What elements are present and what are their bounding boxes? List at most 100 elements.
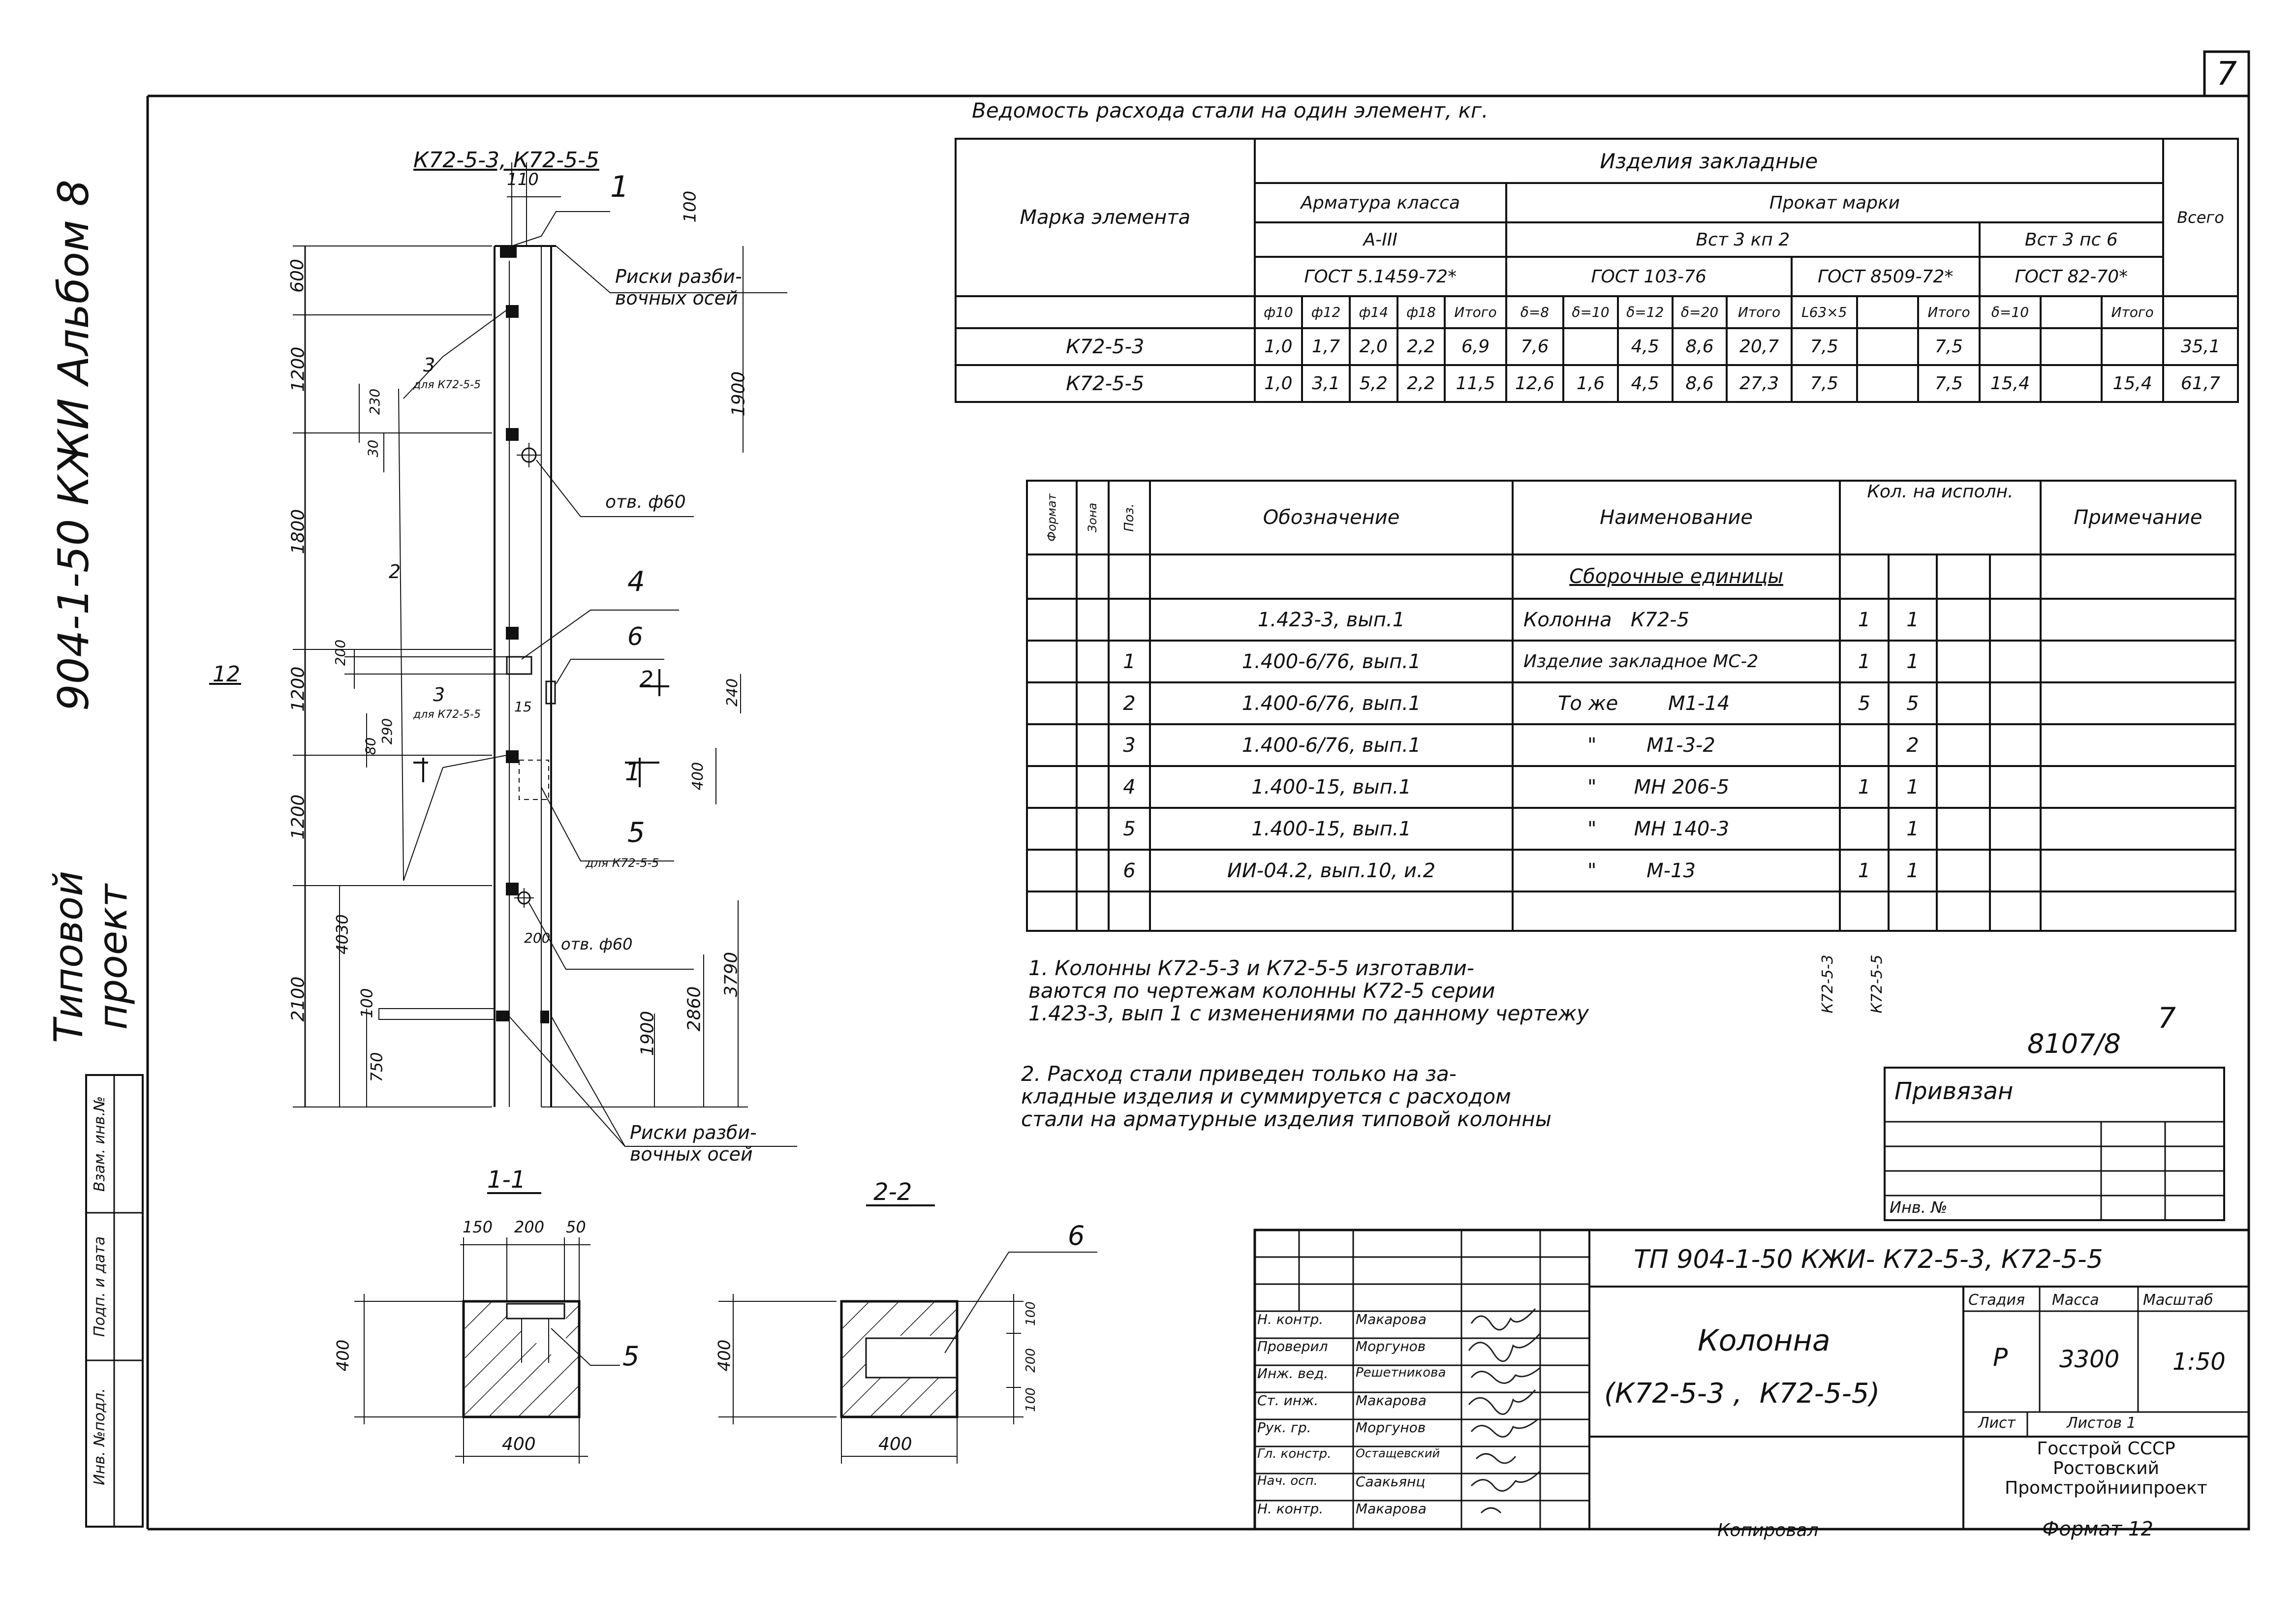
group-rebar: Арматура класса bbox=[1253, 182, 1507, 223]
pos-6-label: 6 bbox=[627, 622, 643, 651]
h-mass: Масса bbox=[2052, 1291, 2099, 1309]
spec-designation: 1.400-6/76, вып.1 bbox=[1149, 640, 1514, 683]
dim-inner-80: 80 bbox=[362, 737, 379, 755]
cell: 1,0 bbox=[1253, 327, 1303, 366]
s11-dim-50: 50 bbox=[566, 1218, 586, 1236]
hole-60b-label: отв. ф60 bbox=[561, 935, 633, 953]
section-2-mark: 2 bbox=[640, 667, 653, 692]
spec-name: Изделие закладное МС-2 bbox=[1511, 640, 1841, 683]
cell bbox=[2040, 364, 2103, 403]
variant-label-1: К72-5-3 bbox=[1819, 954, 1836, 1014]
row-mark: К72-5-3 bbox=[955, 327, 1256, 366]
sheet-label: Лист bbox=[1978, 1414, 2016, 1432]
dim-left-1200c: 1200 bbox=[288, 794, 309, 840]
role-row: Гл. констр. bbox=[1257, 1446, 1332, 1461]
cell: 8,6 bbox=[1671, 327, 1728, 366]
project-title: Типовой проект bbox=[46, 870, 136, 1044]
role-name: Моргунов bbox=[1356, 1419, 1426, 1436]
spec-pos: 4 bbox=[1107, 765, 1151, 809]
spec-q1: 1 bbox=[1839, 640, 1890, 683]
rebar-gost: ГОСТ 5.1459-72* bbox=[1253, 256, 1507, 297]
cell: 2,0 bbox=[1348, 327, 1398, 366]
spec-q1: 5 bbox=[1839, 681, 1890, 725]
spec-q2: 1 bbox=[1887, 598, 1938, 642]
hole-60-label: отв. ф60 bbox=[605, 492, 686, 512]
org-name: Госстрой СССР Ростовский Промстройниипро… bbox=[2005, 1439, 2207, 1498]
row-total: 35,1 bbox=[2162, 327, 2239, 366]
sheet-number: 7 bbox=[2216, 55, 2237, 92]
pos-3a-label: 3 bbox=[423, 354, 435, 376]
row-total: 61,7 bbox=[2162, 364, 2239, 403]
subcol: δ=10 bbox=[1978, 295, 2042, 329]
spec-name: " М1-3-2 bbox=[1511, 723, 1841, 767]
cell: 8,6 bbox=[1671, 364, 1728, 403]
cell bbox=[2101, 327, 2164, 366]
h-name: Наименование bbox=[1511, 480, 1841, 555]
spec-designation: ИИ-04.2, вып.10, и.2 bbox=[1149, 849, 1514, 892]
col-mark-header: Марка элемента bbox=[955, 138, 1256, 297]
steel-b: Вст 3 пс 6 bbox=[1978, 221, 2164, 258]
role-name: Макарова bbox=[1356, 1311, 1427, 1327]
subcol: δ=12 bbox=[1616, 295, 1674, 329]
table-row: К72-5-3 1,0 1,7 2,0 2,2 6,9 7,6 4,5 8,6 … bbox=[955, 327, 2239, 366]
dim-inner-290: 290 bbox=[379, 718, 396, 745]
section-1-1-title: 1-1 bbox=[487, 1166, 526, 1194]
sheets-label: Листов 1 bbox=[2067, 1414, 2136, 1432]
cell bbox=[1562, 327, 1619, 366]
spec-q1: 1 bbox=[1839, 598, 1890, 642]
table-row: 5 1.400-15, вып.1 " МН 140-3 1 bbox=[1025, 807, 2237, 851]
privyazan-label: Привязан bbox=[1894, 1077, 2014, 1105]
subcol-blank bbox=[955, 295, 1256, 329]
table-row: 1.423-3, вып.1 Колонна К72-5 1 1 bbox=[1025, 598, 2237, 642]
spec-q2: 1 bbox=[1887, 640, 1938, 683]
cell: 7,5 bbox=[1917, 364, 1981, 403]
spec-name: " М-13 bbox=[1511, 849, 1841, 892]
pos-3b-label: 3 bbox=[433, 684, 445, 706]
spec-q2: 2 bbox=[1887, 723, 1938, 767]
cell: 27,3 bbox=[1726, 364, 1793, 403]
s22-dim-100a: 100 bbox=[1023, 1301, 1038, 1326]
gost-c: ГОСТ 82-70* bbox=[1978, 256, 2164, 297]
cell: 11,5 bbox=[1444, 364, 1507, 403]
cell: 7,5 bbox=[1790, 364, 1858, 403]
role-name: Макарова bbox=[1356, 1392, 1427, 1409]
cell bbox=[1856, 364, 1920, 403]
s22-dim-200: 200 bbox=[1023, 1348, 1038, 1373]
cell: 7,6 bbox=[1505, 327, 1565, 366]
s11-dim-150: 150 bbox=[463, 1218, 493, 1236]
s22-width: 400 bbox=[878, 1434, 912, 1454]
col-total-header: Всего bbox=[2162, 138, 2239, 297]
cell: 2,2 bbox=[1396, 327, 1446, 366]
h-pos: Поз. bbox=[1107, 480, 1151, 555]
subcol: ф18 bbox=[1396, 295, 1446, 329]
spec-pos: 1 bbox=[1107, 640, 1151, 683]
for-k72-label-c: для К72-5-5 bbox=[586, 856, 659, 870]
format-label: Формат 12 bbox=[2042, 1518, 2153, 1540]
subcol: ф10 bbox=[1253, 295, 1303, 329]
role-name: Моргунов bbox=[1356, 1338, 1426, 1354]
inv-number-label: Инв. № bbox=[1890, 1198, 1948, 1217]
cell bbox=[1856, 327, 1920, 366]
cell bbox=[2040, 327, 2103, 366]
spec-table: Формат Зона Поз. Обозначение Наименовани… bbox=[1025, 480, 2237, 932]
note-1: 1. Колонны К72-5-3 и К72-5-5 изготавли- … bbox=[1028, 956, 1589, 1025]
cell: 4,5 bbox=[1616, 364, 1674, 403]
spec-designation: 1.400-6/76, вып.1 bbox=[1149, 681, 1514, 725]
s22-height: 400 bbox=[714, 1339, 735, 1372]
pos-4-label: 4 bbox=[627, 566, 645, 598]
role-name: Саакьянц bbox=[1356, 1474, 1426, 1490]
gost-a: ГОСТ 103-76 bbox=[1505, 256, 1793, 297]
element-marks: (К72-5-3 , К72-5-5) bbox=[1604, 1378, 1880, 1410]
subcol: ф14 bbox=[1348, 295, 1398, 329]
cell: 15,4 bbox=[1978, 364, 2042, 403]
steel-a: Вст 3 кп 2 bbox=[1505, 221, 1981, 258]
cell: 7,5 bbox=[1790, 327, 1858, 366]
s11-dim-200: 200 bbox=[514, 1218, 545, 1236]
pos-5-label: 5 bbox=[627, 817, 645, 849]
spec-name: " МН 206-5 bbox=[1511, 765, 1841, 809]
role-row: Инж. вед. bbox=[1257, 1365, 1329, 1382]
gost-b: ГОСТ 8509-72* bbox=[1790, 256, 1981, 297]
marks-bottom-label: Риски разби- вочных осей bbox=[630, 1122, 757, 1165]
cell: 1,7 bbox=[1301, 327, 1351, 366]
steel-table: Марка элемента Изделия закладные Всего А… bbox=[955, 138, 2239, 403]
